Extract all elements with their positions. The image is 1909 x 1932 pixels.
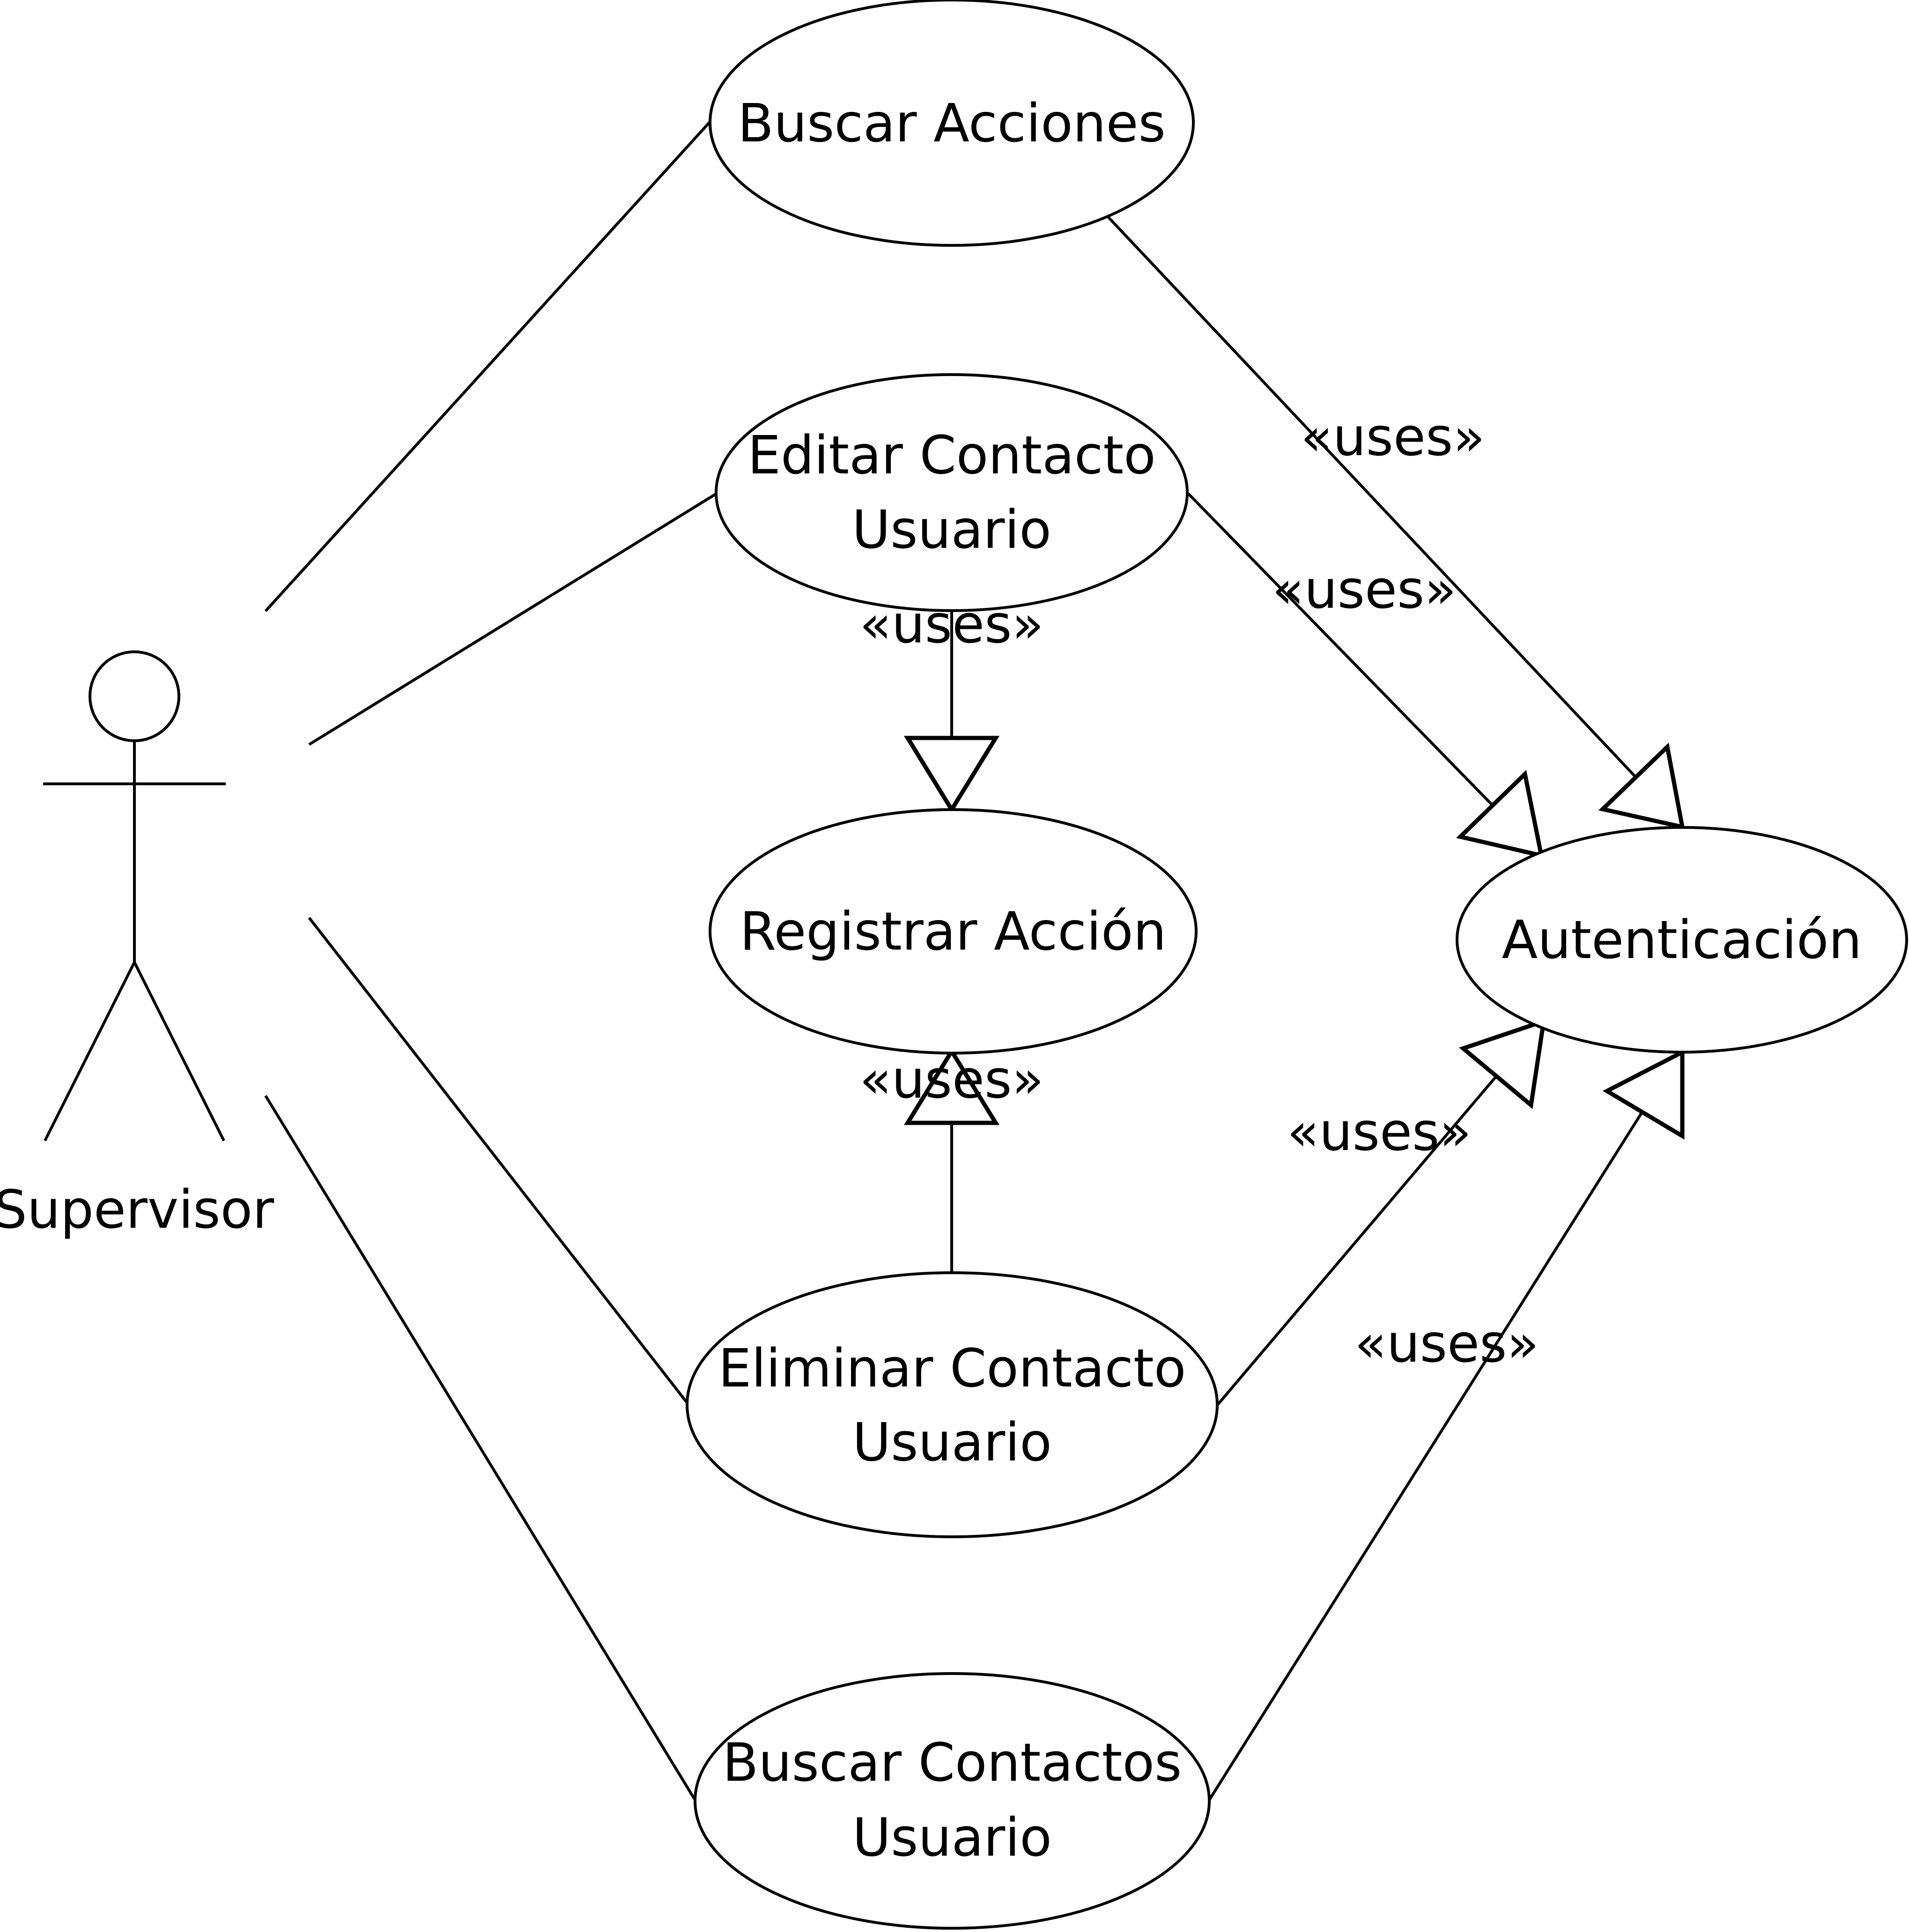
use-case-editar-contacto[interactable]: Editar Contacto Usuario (715, 373, 1189, 612)
uses-label-6: «uses» (1354, 1313, 1539, 1374)
actor-label: Supervisor (0, 1180, 274, 1240)
assoc-editar-contacto (308, 492, 718, 746)
use-case-ellipse (1456, 826, 1908, 1054)
use-case-buscar-acciones[interactable]: Buscar Acciones (709, 0, 1195, 247)
use-case-label-line-1: Eliminar Contacto (718, 1338, 1186, 1399)
uses-arrowhead-5 (1458, 1018, 1546, 1109)
uses-line-eliminar-autenticacion (1215, 1071, 1501, 1407)
uses-line-buscar-acciones (1104, 213, 1636, 778)
uses-arrowhead-6 (1602, 1048, 1685, 1140)
actor-left-leg (44, 961, 136, 1142)
uses-arrowhead-4 (903, 1047, 1000, 1125)
uses-label-5: «uses» (1287, 1102, 1472, 1163)
use-case-eliminar-contacto[interactable]: Eliminar Contacto Usuario (686, 1271, 1219, 1538)
use-case-label-line-2: Usuario (852, 500, 1051, 560)
uses-arrowhead-1 (1598, 742, 1685, 830)
actor-head (89, 650, 180, 742)
use-case-label-line-2: Usuario (852, 1412, 1052, 1473)
use-case-label: Buscar Acciones (738, 93, 1166, 154)
uses-label-1: «uses» (1301, 407, 1485, 468)
assoc-buscar-acciones (264, 120, 711, 612)
uses-arrowhead-3 (903, 736, 1000, 814)
uses-line-editar-contacto (1187, 492, 1494, 807)
use-case-ellipse (686, 1271, 1219, 1538)
use-case-label-line-2: Usuario (852, 1807, 1052, 1868)
use-case-ellipse (709, 808, 1198, 1054)
uses-line-buscar-contactos (1208, 1106, 1647, 1801)
assoc-buscar-contactos (264, 1095, 696, 1801)
actor-associations (264, 120, 718, 1801)
use-case-buscar-contactos[interactable]: Buscar Contactos Usuario (694, 1672, 1211, 1930)
use-case-label-line-1: Buscar Contactos (723, 1733, 1182, 1793)
actor-right-leg (133, 961, 225, 1142)
use-case-label-line-1: Editar Contacto (747, 425, 1155, 486)
use-case-label: Autenticación (1502, 910, 1862, 971)
uses-label-4: «uses» (859, 1049, 1044, 1110)
use-case-ellipse (715, 373, 1189, 612)
uses-label-2: «uses» (1272, 560, 1457, 620)
use-case-ellipse (694, 1672, 1211, 1930)
use-case-autenticacion[interactable]: Autenticación (1456, 826, 1908, 1054)
use-case-ellipse (709, 0, 1195, 247)
assoc-eliminar-contacto (308, 917, 689, 1404)
uses-relations: «uses» «uses» «uses» «uses» «uses» «uses… (859, 213, 1685, 1801)
use-case-label: Registrar Acción (740, 901, 1167, 962)
use-case-registrar-accion[interactable]: Registrar Acción (709, 808, 1198, 1054)
uses-arrowhead-2 (1456, 770, 1544, 858)
actor-supervisor[interactable]: Supervisor (0, 650, 274, 1240)
